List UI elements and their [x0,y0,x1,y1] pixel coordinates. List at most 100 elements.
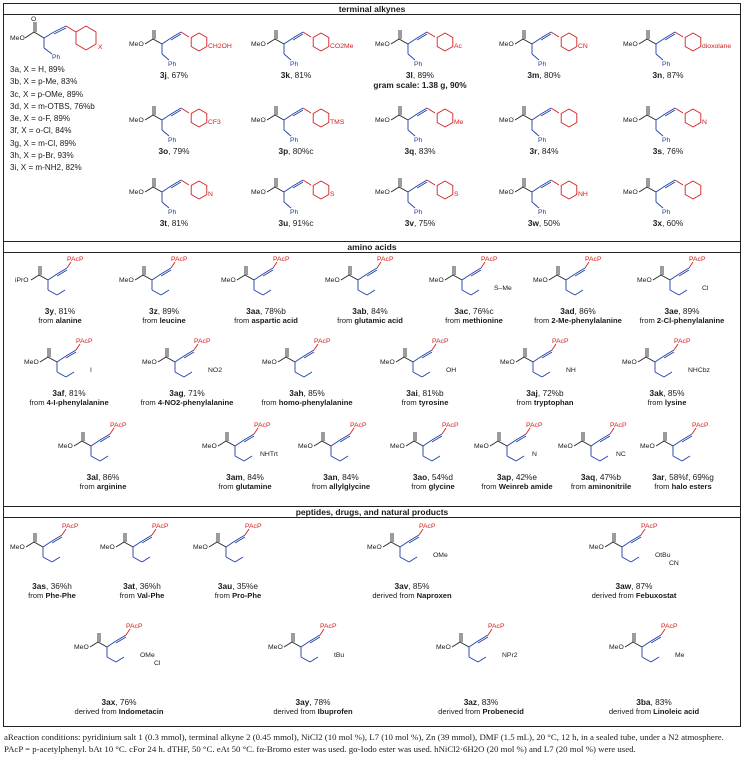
source-prefix: from [29,398,47,407]
ester-label: MeO [193,544,208,551]
pacp-label: PAcP [661,623,678,630]
pacp-label: PAcP [377,256,394,263]
compound-source: derived from Probenecid [396,707,566,716]
ester-label: MeO [380,359,395,366]
pacp-label: PAcP [641,523,658,530]
ester-label: MeO [298,443,313,450]
pacp-label: PAcP [526,422,543,429]
compound-caption: 3u, 91%c [236,218,356,228]
compound-source: from tyrosine [366,398,484,407]
source-name: 4-I-phenylalanine [46,398,109,407]
compound-caption: 3y, 81% [10,306,110,316]
group-label: NC [616,451,626,458]
compound-source: from aminonitrile [556,482,646,491]
side-chain-label: Ph [662,209,671,216]
substituent-list: 3a, X = H, 89% 3b, X = p-Me, 83% 3c, X =… [10,64,95,175]
compound-id: 3ab [352,306,367,316]
source-name: alanine [55,316,82,325]
compound-id: 3ag [169,388,184,398]
group-label: N [532,451,537,458]
side-chain-label: Ph [290,61,299,68]
substituent-label: CN [578,43,588,50]
pacp-label: PAcP [674,338,691,345]
source-name: Val-Phe [136,591,165,600]
compound-caption: 3ac, 76%c [424,306,524,316]
compound-yield: , 85% [303,388,325,398]
pacp-label: PAcP [67,256,84,263]
source-prefix: derived from [273,707,318,716]
compound-yield: , 76% [115,697,137,707]
source-prefix: from [311,482,330,491]
source-name: Linoleic acid [653,707,700,716]
compound-id: 3ba [636,697,651,707]
compound-yield: , 83% [650,697,672,707]
substituent-item: 3f, X = o-Cl, 84% [10,126,72,136]
source-prefix: derived from [608,707,654,716]
source-name: 2-Cl-phenylalanine [656,316,725,325]
source-prefix: from [142,316,160,325]
compound-source: from glycine [388,482,478,491]
group-label: OMe [140,652,155,659]
side-chain-label: Ph [662,137,671,144]
pacp-label: PAcP [488,623,505,630]
side-chain-label: Ph [414,209,423,216]
source-name: 4-NO2-phenylalanine [157,398,234,407]
compound-yield: , 87% [662,70,684,80]
group-label: OMe [433,552,448,559]
compound-yield: , 86% [574,306,596,316]
source-prefix: from [214,591,233,600]
compound-caption: 3au, 35%e [186,581,290,591]
ester-label: MeO [129,41,144,48]
group-label: Cl [702,285,709,292]
source-name: Ibuprofen [317,707,353,716]
group-label: S–Me [494,285,512,292]
compound-yield: , 89% [678,306,700,316]
substituent-label: CO2Me [330,43,354,50]
pacp-label: PAcP [254,422,271,429]
compound-id: 3ah [289,388,304,398]
pacp-label: PAcP [194,338,211,345]
ester-label: MeO [142,359,157,366]
compound-id: 3x [652,218,662,228]
compound-id: 3aj [526,388,538,398]
ester-label: MeO [436,644,451,651]
ester-label: MeO [499,189,514,196]
compound-id: 3aq [580,472,596,482]
source-prefix: derived from [591,591,636,600]
ester-label: MeO [367,544,382,551]
pacp-label: PAcP [314,338,331,345]
compound-yield: , 60% [662,218,684,228]
compound-caption: 3t, 81% [114,218,234,228]
compound-source: from Val-Phe [98,591,186,600]
compound-id: 3ap [496,472,512,482]
source-name: Probenecid [482,707,524,716]
compound-yield: , 81% [64,388,86,398]
pacp-label: PAcP [432,338,449,345]
compound-source: from Pro-Phe [186,591,290,600]
group-label: CN [669,560,679,567]
ester-label: MeO [640,443,655,450]
compound-source: from leucine [114,316,214,325]
compound-caption: 3x, 60% [608,218,728,228]
compound-source: derived from Indometacin [8,707,230,716]
